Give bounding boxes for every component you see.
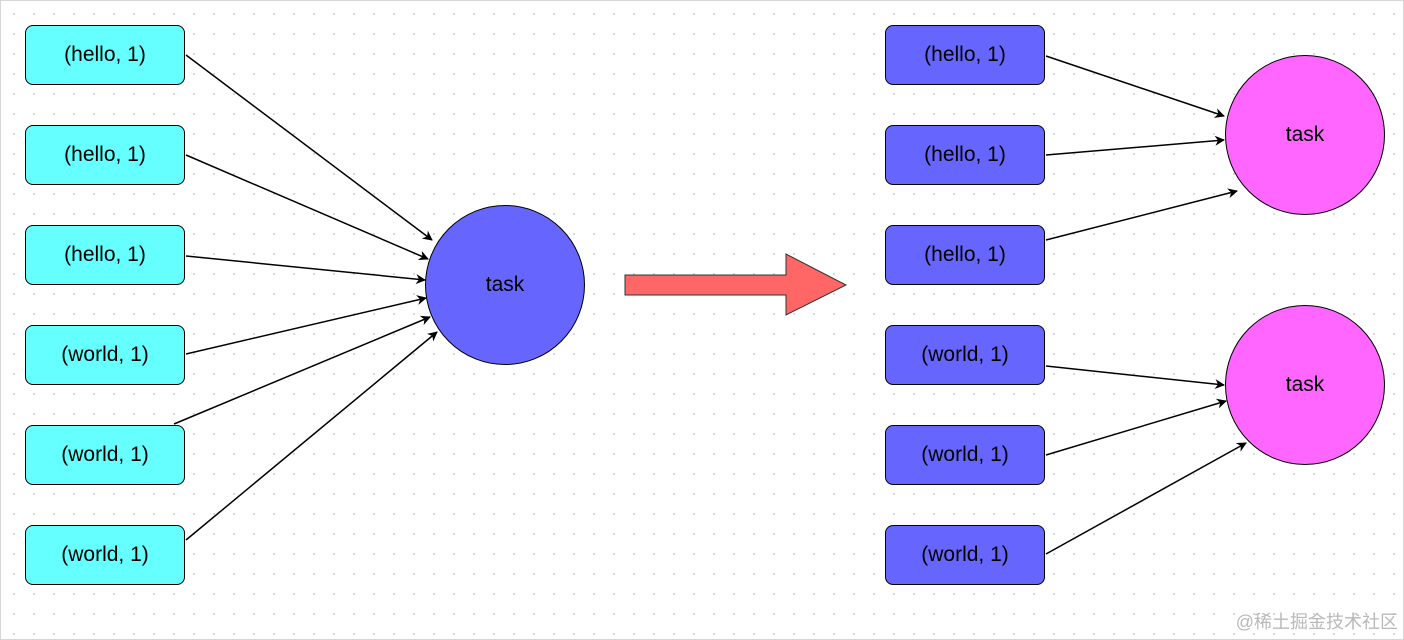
edge-left-6 — [185, 331, 438, 541]
left-node: (world, 1) — [25, 525, 185, 585]
right-node: (hello, 1) — [885, 225, 1045, 285]
right-node: (hello, 1) — [885, 125, 1045, 185]
edge-right-2 — [1045, 135, 1225, 156]
left-node: (world, 1) — [25, 425, 185, 485]
right-node: (world, 1) — [885, 525, 1045, 585]
right-task-circle-hello: task — [1225, 55, 1385, 215]
edge-left-5 — [173, 315, 431, 425]
edge-left-3 — [185, 255, 426, 285]
edge-left-1 — [185, 54, 433, 241]
edge-right-5 — [1045, 398, 1227, 456]
right-node: (world, 1) — [885, 325, 1045, 385]
left-node: (world, 1) — [25, 325, 185, 385]
right-node: (hello, 1) — [885, 25, 1045, 85]
transform-arrow — [624, 253, 848, 316]
left-node: (hello, 1) — [25, 225, 185, 285]
edge-right-1 — [1045, 55, 1225, 118]
right-node: (world, 1) — [885, 425, 1045, 485]
left-task-circle: task — [425, 205, 585, 365]
left-node: (hello, 1) — [25, 25, 185, 85]
edge-right-3 — [1045, 188, 1238, 241]
right-task-circle-world: task — [1225, 305, 1385, 465]
edge-right-4 — [1045, 365, 1225, 390]
watermark: @稀土掘金技术社区 — [1235, 612, 1398, 632]
edge-left-4 — [185, 295, 427, 355]
left-node: (hello, 1) — [25, 125, 185, 185]
edge-right-6 — [1045, 442, 1247, 555]
edge-left-2 — [185, 154, 429, 261]
